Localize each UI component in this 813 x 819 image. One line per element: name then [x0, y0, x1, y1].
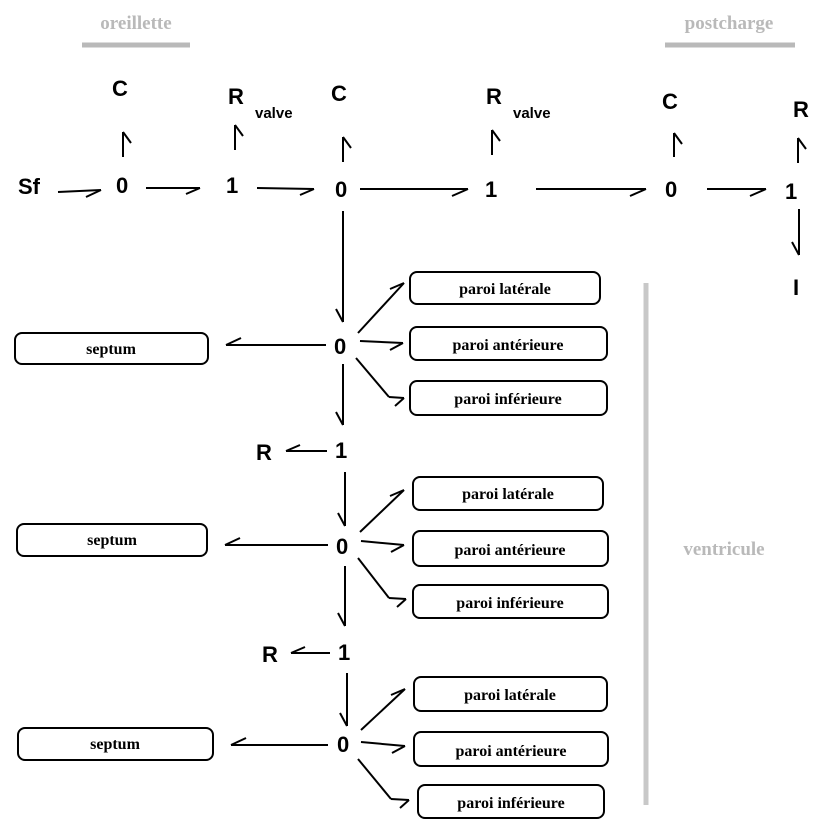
- bond-seg2-inferior-half-arrow: [396, 598, 407, 608]
- bond-seg2-lateral-half-arrow: [389, 489, 405, 497]
- inferior-wall-label-3: paroi inférieure: [457, 795, 564, 812]
- bond-seg2-inferior-b: [388, 597, 407, 600]
- valve-subscript-a: valve: [255, 105, 293, 122]
- inferior-wall-box-1: [409, 380, 608, 416]
- bond-seg2-lateral: [359, 489, 405, 533]
- bond-1s2-r-half-arrow: [290, 646, 306, 654]
- bond-1a-r-half-arrow: [234, 124, 244, 137]
- bond-seg1-septum-half-arrow: [225, 337, 242, 346]
- bond-seg1-lateral: [357, 282, 405, 334]
- junction-0-c: 0: [665, 177, 677, 202]
- region-label-oreillette: oreillette: [100, 13, 171, 34]
- bond-0a-c-half-arrow: [122, 131, 132, 144]
- lateral-wall-label-1: paroi latérale: [459, 281, 551, 298]
- bond-seg3-anterior-half-arrow: [391, 745, 406, 754]
- resistance-r-segment-2: R: [262, 642, 278, 667]
- junction-0-segment-1: 0: [334, 334, 346, 359]
- bond-seg1-anterior-half-arrow: [389, 342, 404, 351]
- bond-1a-0b: [256, 187, 315, 190]
- lateral-wall-label-2: paroi latérale: [462, 486, 554, 503]
- junction-1-a: 1: [226, 173, 238, 198]
- bond-0b-1b-half-arrow: [451, 188, 469, 197]
- bond-seg2-anterior-half-arrow: [390, 544, 405, 553]
- bond-1s1-0s2-half-arrow: [337, 512, 346, 527]
- capacitance-c-b: C: [331, 81, 347, 106]
- region-label-ventricule: ventricule: [683, 539, 764, 560]
- source-flow-symbol: Sf: [18, 174, 41, 199]
- inferior-wall-label-2: paroi inférieure: [456, 595, 563, 612]
- bond-1c-i-half-arrow: [791, 241, 800, 256]
- anterior-wall-label-1: paroi antérieure: [453, 337, 564, 354]
- resistance-r-valve-b: R: [486, 84, 502, 109]
- bond-0a-1a-half-arrow: [185, 187, 201, 195]
- bond-0b-0s1-half-arrow: [335, 308, 344, 323]
- bond-seg1-lateral-half-arrow: [389, 282, 405, 290]
- bond-seg1-anterior: [359, 340, 404, 344]
- inferior-wall-box-2: [412, 584, 609, 619]
- anterior-wall-label-3: paroi antérieure: [456, 743, 567, 760]
- junction-0-a: 0: [116, 173, 128, 198]
- bond-1a-0b-half-arrow: [299, 188, 315, 196]
- anterior-wall-box-1: [409, 326, 608, 361]
- valve-subscript-b: valve: [513, 105, 551, 122]
- bond-sf-0-half-arrow: [85, 189, 102, 198]
- anterior-wall-label-2: paroi antérieure: [455, 542, 566, 559]
- capacitance-c-c: C: [662, 89, 678, 114]
- inertance-i: I: [793, 275, 799, 300]
- junction-0-b: 0: [335, 177, 347, 202]
- bond-seg3-septum-half-arrow: [230, 737, 247, 746]
- anterior-wall-box-2: [412, 530, 609, 567]
- inferior-wall-label-1: paroi inférieure: [454, 391, 561, 408]
- septum-box-3: [17, 727, 214, 761]
- bond-seg3-inferior-b: [390, 798, 410, 801]
- bond-seg3-inferior-a: [357, 758, 392, 800]
- junction-0-segment-2: 0: [336, 534, 348, 559]
- junction-1-b: 1: [485, 177, 497, 202]
- bond-seg2-inferior-a: [357, 557, 390, 599]
- septum-box-1: [14, 332, 209, 365]
- lateral-wall-label-3: paroi latérale: [464, 687, 556, 704]
- bond-1c-r-half-arrow: [797, 137, 807, 150]
- bond-1s1-r-half-arrow: [285, 444, 301, 452]
- bond-1b-0c-half-arrow: [629, 188, 647, 197]
- junction-1-c: 1: [785, 179, 797, 204]
- bond-seg3-lateral-half-arrow: [390, 688, 406, 696]
- septum-box-2: [16, 523, 208, 557]
- region-label-postcharge: postcharge: [685, 13, 774, 34]
- bond-0c-c-half-arrow: [673, 132, 683, 145]
- bond-seg2-septum-half-arrow: [224, 537, 241, 546]
- capacitance-c-a: C: [112, 76, 128, 101]
- junction-1-segment-2: 1: [338, 640, 350, 665]
- lateral-wall-box-1: [409, 271, 601, 305]
- bond-seg2-anterior: [360, 540, 405, 546]
- resistance-r-valve-a: R: [228, 84, 244, 109]
- septum-label-3: septum: [90, 736, 140, 753]
- resistance-r-afterload: R: [793, 97, 809, 122]
- bond-sf-0: [57, 189, 102, 193]
- lateral-wall-box-3: [413, 676, 608, 712]
- anterior-wall-box-3: [413, 731, 609, 767]
- bond-seg1-inferior-b: [388, 396, 405, 399]
- bond-0s2-1s2-half-arrow: [337, 612, 346, 627]
- bond-0c-1c-half-arrow: [749, 188, 767, 197]
- junction-0-segment-3: 0: [337, 732, 349, 757]
- bond-seg3-anterior: [360, 741, 406, 747]
- septum-label-1: septum: [86, 341, 136, 358]
- bond-seg1-inferior-a: [355, 357, 390, 398]
- resistance-r-segment-1: R: [256, 440, 272, 465]
- bond-seg1-inferior-half-arrow: [394, 397, 405, 407]
- bond-1b-r-half-arrow: [491, 129, 501, 142]
- septum-label-2: septum: [87, 532, 137, 549]
- junction-1-segment-1: 1: [335, 438, 347, 463]
- lateral-wall-box-2: [412, 476, 604, 511]
- bond-0s1-1s1-half-arrow: [335, 411, 344, 426]
- bond-seg3-lateral: [360, 688, 406, 731]
- bond-seg3-inferior-half-arrow: [399, 799, 410, 809]
- inferior-wall-box-3: [417, 784, 605, 819]
- bond-1s2-0s3-half-arrow: [339, 712, 348, 727]
- bond-0b-c-half-arrow: [342, 136, 352, 149]
